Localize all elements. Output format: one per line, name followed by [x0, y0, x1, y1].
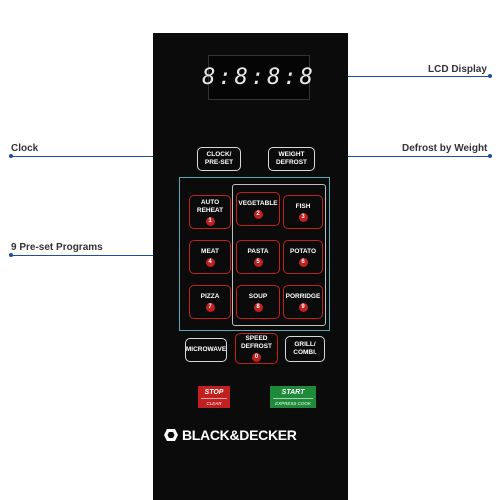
callout-line-presets — [11, 255, 179, 256]
program-button-2[interactable]: VEGETABLE 2 — [236, 192, 280, 226]
program-number: 9 — [298, 302, 308, 312]
grill-combi-button[interactable]: GRILL/ COMBI. — [285, 336, 325, 362]
program-label: POTATO — [290, 247, 316, 255]
microwave-label: MICROWAVE — [185, 346, 227, 353]
program-number: 1 — [205, 216, 215, 226]
brand-name: BLACK&DECKER — [182, 427, 297, 443]
program-number: 8 — [253, 302, 263, 312]
grill-label-1: GRILL/ — [294, 341, 316, 348]
presets-highlight-box — [179, 177, 330, 331]
program-button-7[interactable]: PIZZA 7 — [189, 285, 231, 319]
program-number: 7 — [205, 302, 215, 312]
program-button-9[interactable]: PORRIDGE 9 — [283, 285, 323, 319]
presets-inner-box — [232, 184, 326, 326]
clock-preset-button[interactable]: CLOCK/ PRE-SET — [197, 147, 241, 171]
program-button-5[interactable]: PASTA 5 — [236, 240, 280, 274]
lcd-display: 8:8:8:8 — [202, 55, 313, 100]
microwave-button[interactable]: MICROWAVE — [185, 338, 227, 362]
clock-label-2: PRE-SET — [204, 159, 234, 166]
stop-clear-button[interactable]: STOP CLEAR — [198, 386, 230, 408]
callout-clock: Clock — [11, 143, 39, 154]
grill-label-2: COMBI. — [293, 349, 317, 356]
brand-logo: BLACK&DECKER — [163, 425, 338, 445]
program-number: 3 — [298, 212, 308, 222]
callout-line-defrost — [316, 156, 490, 157]
callout-dot-clock — [9, 154, 13, 158]
speed-label-1: SPEED — [245, 335, 268, 342]
program-button-8[interactable]: SOUP 8 — [236, 285, 280, 319]
program-button-3[interactable]: FISH 3 — [283, 195, 323, 229]
clock-label-1: CLOCK/ — [206, 151, 232, 158]
program-button-4[interactable]: MEAT 4 — [189, 240, 231, 274]
program-number: 5 — [253, 257, 263, 267]
callout-line-clock — [11, 156, 196, 157]
callout-dot-defrost — [488, 154, 492, 158]
lcd-readout: 8:8:8:8 — [202, 65, 316, 90]
program-label: PORRIDGE — [285, 292, 321, 300]
program-label: FISH — [295, 202, 311, 210]
start-express-button[interactable]: START EXPRESS COOK — [270, 386, 316, 408]
start-sub-label: EXPRESS COOK — [273, 398, 313, 408]
program-label: AUTO — [200, 198, 220, 206]
stop-label: STOP — [204, 389, 224, 396]
program-label: PASTA — [247, 247, 269, 255]
callout-dot-presets — [9, 253, 13, 257]
weight-defrost-button[interactable]: WEIGHT DEFROST — [268, 147, 315, 171]
callout-preset-programs: 9 Pre-set Programs — [11, 242, 103, 253]
callout-line-lcd — [310, 76, 490, 77]
callout-defrost-by-weight: Defrost by Weight — [402, 143, 488, 154]
program-button-6[interactable]: POTATO 6 — [283, 240, 323, 274]
speed-label-2: DEFROST — [240, 343, 273, 350]
program-label-2: REHEAT — [196, 206, 224, 214]
program-label: MEAT — [201, 247, 219, 255]
weight-label-1: WEIGHT — [278, 151, 305, 158]
start-label: START — [281, 389, 305, 396]
program-label: PIZZA — [200, 292, 220, 300]
program-label: SOUP — [248, 292, 268, 300]
speed-defrost-button[interactable]: SPEED DEFROST 0 — [235, 333, 278, 364]
program-number: 4 — [205, 257, 215, 267]
program-number: 2 — [253, 209, 263, 219]
callout-lcd-display: LCD Display — [428, 64, 487, 75]
weight-label-2: DEFROST — [275, 159, 308, 166]
speed-number: 0 — [252, 353, 261, 362]
stop-sub-label: CLEAR — [201, 398, 227, 408]
callout-dot-lcd — [488, 74, 492, 78]
hexagon-logo-icon — [164, 429, 178, 441]
program-label: VEGETABLE — [238, 199, 278, 207]
program-number: 6 — [298, 257, 308, 267]
